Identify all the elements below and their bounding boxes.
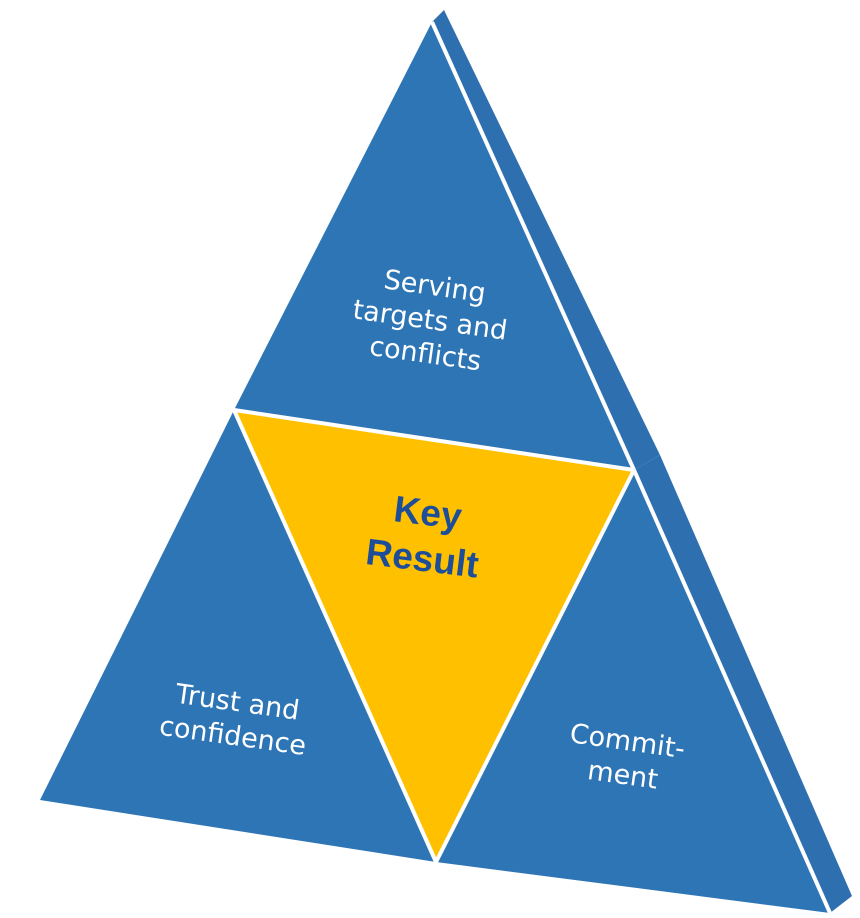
top-triangle bbox=[234, 22, 634, 470]
right-side-face bbox=[634, 455, 852, 913]
bottom-left-triangle bbox=[40, 410, 436, 862]
bottom-right-triangle bbox=[436, 470, 830, 913]
top-side-face bbox=[432, 10, 660, 470]
separator-lines bbox=[232, 21, 832, 914]
center-triangle bbox=[234, 410, 634, 862]
